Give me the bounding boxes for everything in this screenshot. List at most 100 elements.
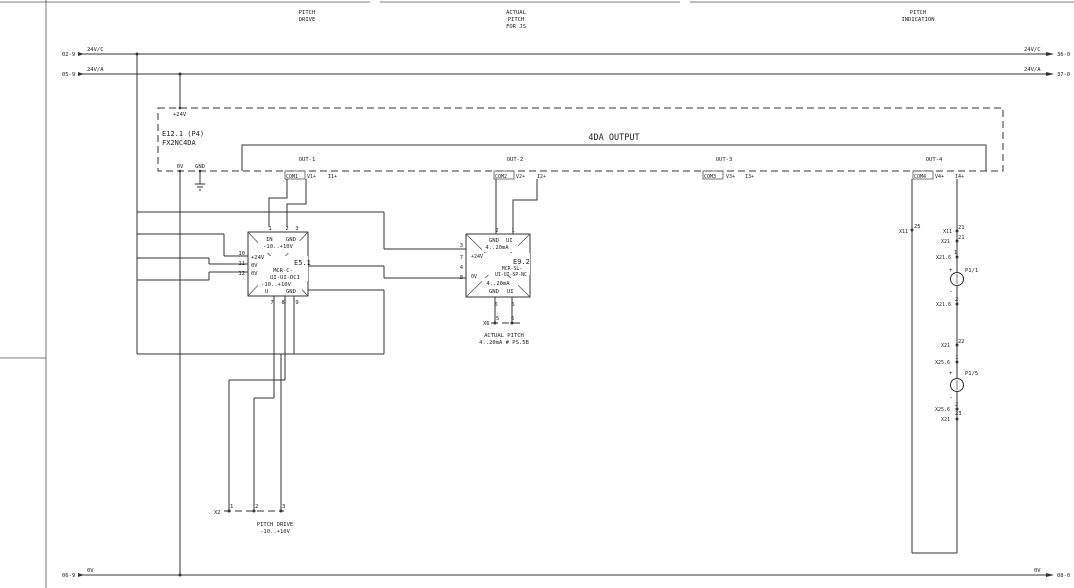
e51-in-range: -10..+10V: [263, 244, 293, 250]
rail-24v-a-left-ref: 05-9: [62, 72, 75, 78]
x2-caption-l1: PITCH DRIVE: [257, 522, 293, 528]
ind-p1-ref: P1/1: [965, 268, 978, 274]
rail-0v-right-label: 0V: [1034, 568, 1041, 574]
x2-pin-3: 3: [282, 504, 285, 510]
x2-pin-1: 1: [230, 504, 233, 510]
out4-com: COM4: [914, 174, 926, 180]
e92-0v: 0V: [471, 274, 477, 280]
e51-out-range: -10..+10V: [261, 282, 291, 288]
e92-pin-6: 6: [494, 302, 497, 308]
out1-com: COM1: [286, 174, 298, 180]
ind-p5-plus: +: [949, 370, 953, 377]
e92-ui2-label: UI: [507, 289, 514, 295]
e51-0v-a: 0V: [251, 263, 258, 269]
x6-caption-l2: 4..20mA # PS.5B: [479, 340, 529, 346]
rail-24v-a: 05-9 24V/A 24V/A 37-0: [62, 67, 1070, 78]
e92-pin-7: 7: [460, 255, 463, 261]
e92-pin-5: 5: [511, 302, 514, 308]
header-pitch-drive-l2: DRIVE: [299, 17, 316, 23]
rail-24v-c-right-label: 24V/C: [1024, 47, 1041, 53]
out2-v: V2+: [516, 174, 525, 180]
rail-24v-c-left-ref: 02-9: [62, 52, 75, 58]
ind-x256-pin: 1: [955, 355, 958, 361]
rail-0v-label: 0V: [87, 568, 94, 574]
e51-u-label: U: [265, 289, 268, 295]
out1-i: I1+: [328, 174, 337, 180]
ind-p1-plus: +: [949, 267, 953, 274]
e51-pin-9: 9: [295, 300, 298, 306]
ind-x216-ref: X21.6: [936, 255, 951, 261]
ind-x216-pin: 1: [954, 250, 957, 256]
header-actual-pitch-l2: PITCH: [508, 17, 525, 23]
plc-module-outline: [157, 107, 1004, 172]
e92-pin-3: 3: [460, 243, 463, 249]
out2-com: COM2: [495, 174, 507, 180]
rail-0v-right-ref: 08-0: [1057, 573, 1070, 579]
ind-x21b-pin: 22: [958, 339, 965, 345]
rail-24v-a-label: 24V/A: [87, 67, 104, 73]
out2-label: OUT-2: [507, 157, 524, 163]
converter-e5-1: 1 2 3 IN GND -10..+10V +24V 0V 0V E5.1 M…: [238, 226, 310, 306]
e51-gnd2-label: GND: [286, 289, 296, 295]
e51-model: MCR-C-: [273, 268, 293, 274]
out4-v: V4+: [935, 174, 944, 180]
ind-p5-ref: P1/5: [965, 371, 978, 377]
e92-pin-2: 2: [495, 228, 498, 234]
ind-p1-minus: -: [949, 288, 953, 295]
e92-out-range: 4..20mA: [486, 281, 510, 287]
e51-pin-11: 11: [238, 261, 245, 267]
e51-in-label: IN: [266, 237, 273, 243]
out2-i: I2+: [537, 174, 546, 180]
e51-pin-8: 8: [281, 300, 284, 306]
rail-24v-a-right-label: 24V/A: [1024, 67, 1041, 73]
ind-x11b-pin: 21: [958, 225, 965, 231]
rail-0v-left-ref: 06-9: [62, 573, 75, 579]
e92-gnd-label: GND: [489, 238, 499, 244]
e92-name: E9.2: [513, 258, 530, 266]
e92-model2: UI-UI-SP-NC: [495, 272, 527, 278]
e92-pin-8: 8: [460, 275, 463, 281]
e51-wiring: [137, 179, 466, 510]
x2-caption-l2: -10..+10V: [260, 529, 290, 535]
plc-title: 4DA OUTPUT: [588, 133, 639, 143]
x6-pin-6: 6: [511, 316, 514, 322]
ind-x256b-pin: 2: [955, 402, 958, 408]
e51-pin-12: 12: [238, 271, 245, 277]
x2-pin-2: 2: [255, 504, 258, 510]
ind-x216b-pin: 2: [955, 297, 958, 303]
ind-x21c-ref: X21: [941, 417, 950, 423]
ind-x256-ref: X25.6: [935, 360, 950, 366]
e51-name: E5.1: [294, 259, 311, 267]
rail-24v-c-right-ref: 36-0: [1057, 52, 1070, 58]
ind-x21c-pin: 23: [955, 411, 962, 417]
e51-model2: UI-UI-DCI: [270, 275, 300, 281]
ind-x11-pin: 25: [914, 224, 921, 230]
rail-0v: 06-9 0V 0V 08-0: [62, 568, 1070, 579]
out3-v: V3+: [726, 174, 735, 180]
header-actual-pitch-l3: FOR JS: [506, 24, 526, 30]
e51-pin-3: 3: [295, 226, 298, 232]
header-actual-pitch-l1: ACTUAL: [506, 10, 527, 16]
x6-pin-5: 5: [496, 316, 499, 322]
terminal-x6: X6 5 6 ACTUAL PITCH 4..20mA # PS.5B: [479, 316, 529, 346]
e51-pin-7: 7: [270, 300, 273, 306]
plc-model: FX2NC4DA: [162, 139, 197, 147]
out1-v: V1+: [307, 174, 316, 180]
x6-caption-l1: ACTUAL PITCH: [484, 333, 524, 339]
e92-pin-1: 1: [511, 228, 514, 234]
terminal-x2: X2 1 2 3 PITCH DRIVE -10..+10V: [214, 504, 293, 535]
ind-x11b-ref: X11: [943, 229, 952, 235]
e92-gnd2-label: GND: [489, 289, 499, 295]
pitch-indication-loop: X11 25 X11 21 X21 21 X21.6 1 + P1/1 - X2…: [899, 179, 978, 554]
out3-label: OUT-3: [716, 157, 733, 163]
x2-ref: X2: [214, 510, 221, 516]
e92-pin-4: 4: [460, 265, 464, 271]
rail-24v-c-label: 24V/C: [87, 47, 104, 53]
plc-gnd-label: GND: [195, 164, 205, 170]
header-pitch-indication-l2: INDICATION: [901, 17, 934, 23]
e51-pin-10: 10: [238, 251, 245, 257]
ind-x21-ref: X21: [941, 239, 950, 245]
e51-gnd-label: GND: [286, 237, 296, 243]
e92-wiring: [494, 179, 538, 322]
